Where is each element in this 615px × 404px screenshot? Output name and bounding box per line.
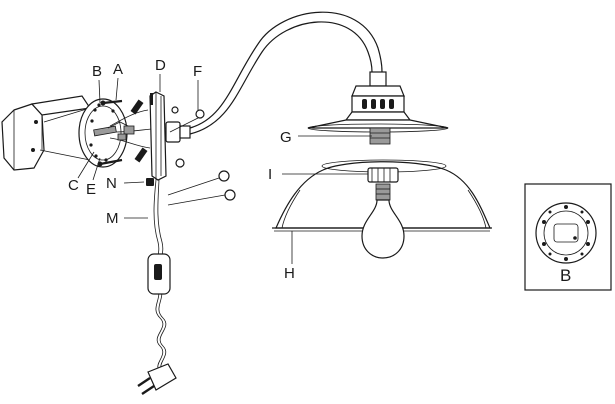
inset-label-b: B [560, 266, 571, 285]
inset-b-detail: B [524, 183, 612, 291]
light-bulb [361, 183, 405, 259]
plug [137, 363, 177, 395]
junction-box [1, 95, 92, 171]
mounting-plate [78, 98, 128, 168]
screw-a [100, 99, 123, 106]
label-g: G [280, 129, 292, 146]
label-i: I [268, 166, 272, 183]
label-h: H [284, 265, 295, 282]
fitter [307, 71, 449, 133]
label-d: D [155, 57, 166, 74]
label-a: A [113, 61, 123, 78]
leader-lines [77, 74, 372, 264]
label-b: B [92, 63, 102, 80]
socket-thread [369, 127, 391, 145]
label-c: C [68, 177, 79, 194]
nut-n [146, 178, 154, 186]
label-f: F [193, 63, 202, 80]
label-n: N [106, 175, 117, 192]
arm-coupling [165, 106, 191, 168]
wall-backplate [149, 91, 167, 181]
inline-switch [147, 253, 171, 295]
label-m: M [106, 210, 119, 227]
label-e: E [86, 181, 96, 198]
socket-ring [367, 167, 399, 183]
